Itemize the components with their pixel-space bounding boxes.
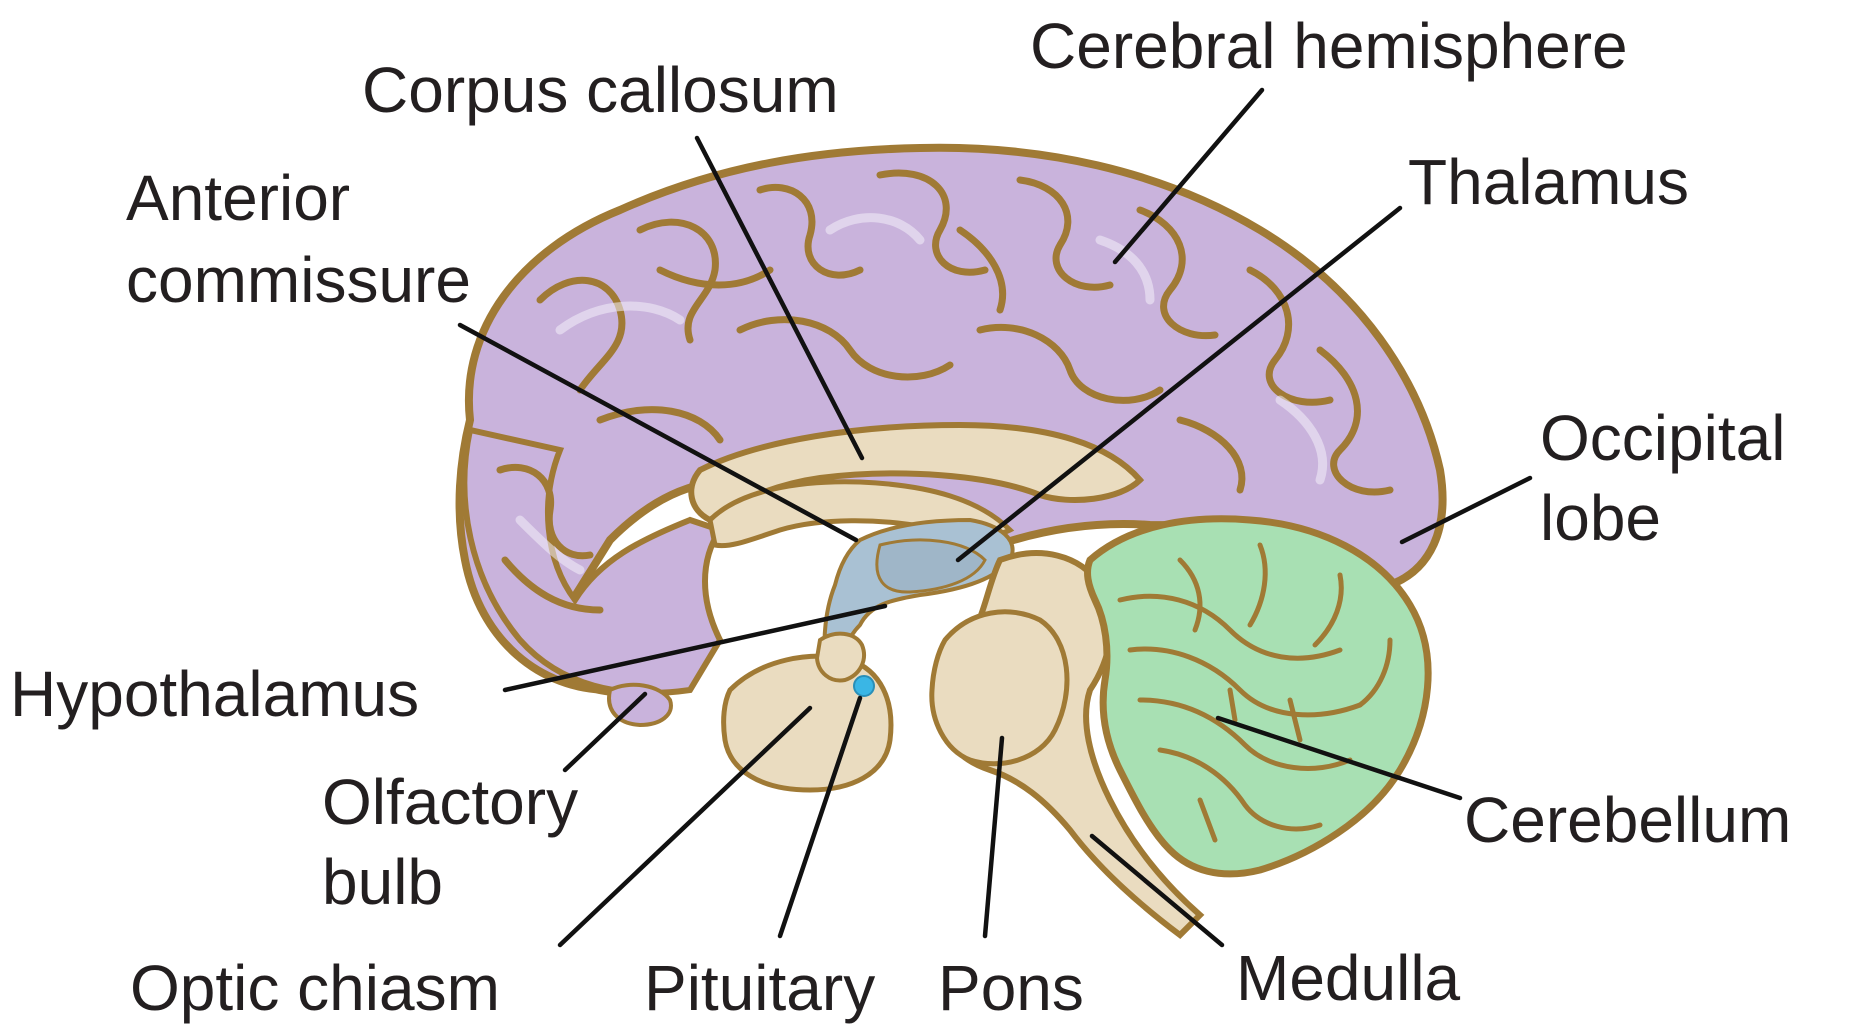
label-corpus-callosum: Corpus callosum <box>362 54 839 126</box>
label-olfactory-bulb-line1: Olfactory <box>322 766 578 838</box>
cerebellum-shape <box>1088 519 1429 874</box>
label-thalamus: Thalamus <box>1408 146 1689 218</box>
label-medulla: Medulla <box>1236 942 1461 1014</box>
label-pituitary: Pituitary <box>644 952 875 1024</box>
optic-chiasm-shape <box>817 634 864 681</box>
label-anterior-commissure-line2: commissure <box>126 244 471 316</box>
label-anterior-commissure-line1: Anterior <box>126 162 350 234</box>
leader-optic-chiasm <box>560 708 810 945</box>
label-hypothalamus: Hypothalamus <box>10 658 419 730</box>
label-optic-chiasm: Optic chiasm <box>130 952 500 1024</box>
label-olfactory-bulb-line2: bulb <box>322 846 443 918</box>
label-cerebellum: Cerebellum <box>1464 784 1791 856</box>
label-occipital-lobe-line1: Occipital <box>1540 402 1785 474</box>
label-occipital-lobe-line2: lobe <box>1540 482 1661 554</box>
label-pons: Pons <box>938 952 1084 1024</box>
brain-illustration <box>460 148 1443 935</box>
pons-shape <box>932 612 1067 764</box>
leader-olfactory-bulb <box>565 694 645 770</box>
label-cerebral-hemisphere: Cerebral hemisphere <box>1030 10 1628 82</box>
pituitary-dot <box>854 676 874 696</box>
